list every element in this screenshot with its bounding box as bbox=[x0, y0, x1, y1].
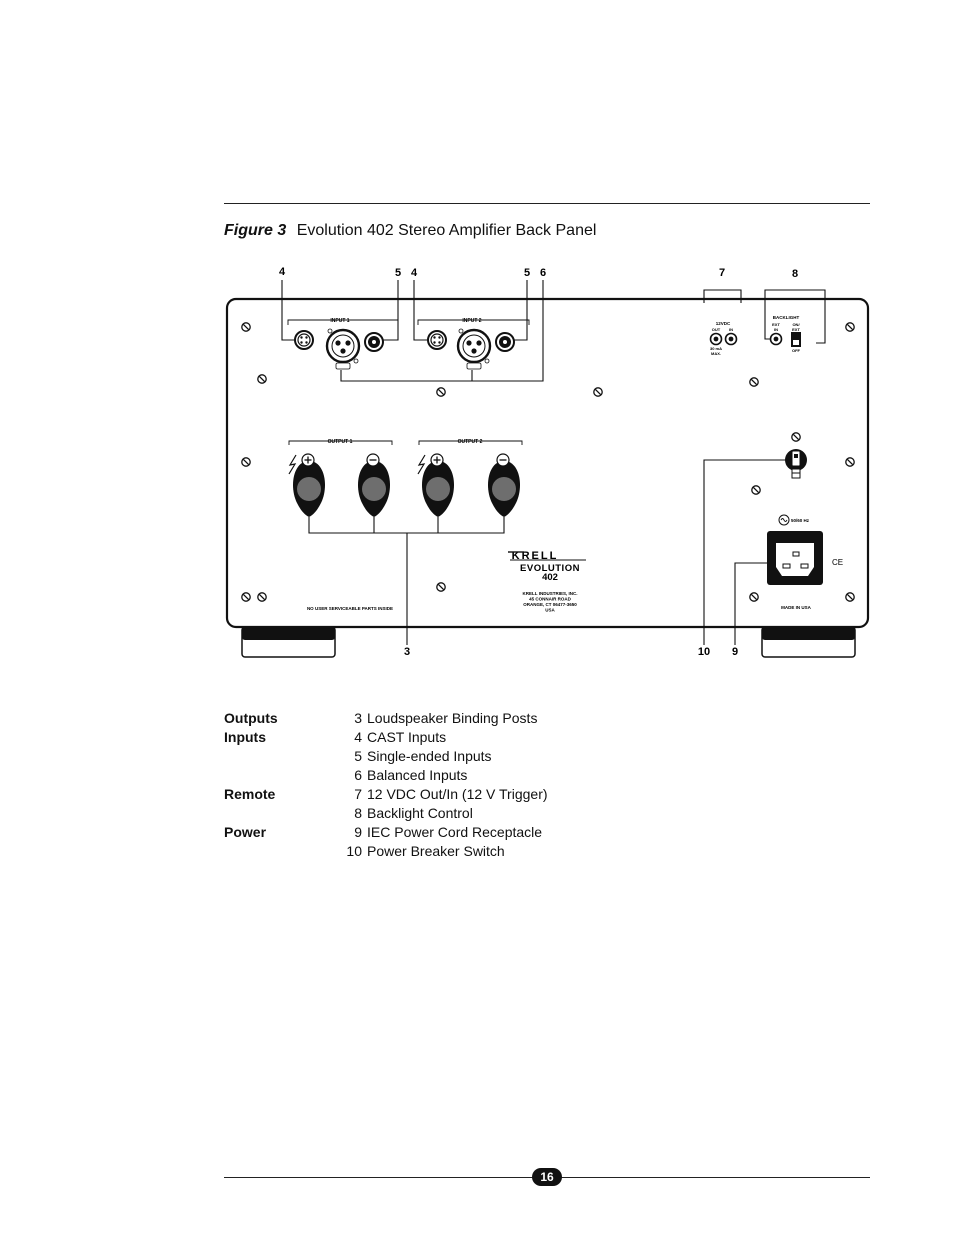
legend-text: Backlight Control bbox=[367, 805, 473, 821]
backlight-off-label: OFF bbox=[792, 348, 801, 353]
legend-category: Outputs bbox=[224, 710, 278, 726]
address-line-3: ORANGE, CT 06477-3650 bbox=[523, 602, 577, 607]
legend-text: Power Breaker Switch bbox=[367, 843, 505, 859]
model-number: 402 bbox=[542, 572, 558, 583]
backlight-on-label: ON/ bbox=[792, 322, 800, 327]
callout-line-10 bbox=[703, 459, 786, 645]
backlight-ext-label: EXT bbox=[772, 322, 780, 327]
top-rule bbox=[224, 203, 870, 204]
trigger-in-label: IN bbox=[729, 327, 733, 332]
trigger-spec-max: MAX. bbox=[711, 351, 721, 356]
legend-text: Balanced Inputs bbox=[367, 767, 468, 783]
callout-lines-inputs bbox=[281, 280, 544, 382]
backlight-onext-label: EXT bbox=[792, 327, 800, 332]
cast-input-2-connector bbox=[427, 330, 447, 350]
legend-category: Power bbox=[224, 824, 267, 840]
plus-icon bbox=[430, 453, 444, 467]
trigger-spec-current: 30 mA bbox=[710, 346, 722, 351]
minus-icon bbox=[366, 453, 380, 467]
frequency-label: 50/60 Hz bbox=[791, 518, 810, 523]
rca-input-1-connector bbox=[364, 332, 384, 352]
backlight-title: BACKLIGHT bbox=[773, 315, 800, 320]
figure-caption: Figure 3 Evolution 402 Stereo Amplifier … bbox=[224, 222, 596, 240]
model-name: EVOLUTION bbox=[520, 563, 580, 574]
power-breaker-switch bbox=[785, 449, 807, 479]
legend-text: CAST Inputs bbox=[367, 729, 447, 745]
legend-number: 6 bbox=[354, 767, 362, 783]
warning-label: NO USER SERVICEABLE PARTS INSIDE bbox=[307, 606, 393, 611]
callout-number: 6 bbox=[540, 267, 546, 279]
callout-number: 4 bbox=[279, 266, 286, 278]
legend-number: 5 bbox=[354, 748, 362, 764]
minus-icon bbox=[496, 453, 510, 467]
callout-number: 4 bbox=[411, 267, 418, 279]
legend-text: Single-ended Inputs bbox=[367, 748, 492, 764]
legend-number: 10 bbox=[346, 843, 362, 859]
frequency-icon bbox=[778, 514, 790, 526]
callout-number: 9 bbox=[732, 646, 738, 658]
page-number: 16 bbox=[532, 1168, 562, 1186]
callout-number: 7 bbox=[719, 267, 725, 279]
output-2-label: OUTPUT 2 bbox=[458, 439, 483, 445]
legend-row: Power 9 IEC Power Cord Receptacle bbox=[224, 824, 644, 843]
back-panel-diagram: INPUT 1 INPUT 2 12VDC OUT IN 30 mA MAX. … bbox=[225, 266, 870, 658]
figure-label: Figure 3 bbox=[224, 222, 287, 239]
legend-category: Remote bbox=[224, 786, 276, 802]
address-line-1: KRELL INDUSTRIES, INC. bbox=[523, 591, 578, 596]
rca-input-2-connector bbox=[495, 332, 515, 352]
callout-number: 3 bbox=[404, 646, 410, 658]
callout-line-9 bbox=[734, 562, 767, 645]
legend-row: 6 Balanced Inputs bbox=[224, 767, 644, 786]
legend-row: 10 Power Breaker Switch bbox=[224, 843, 644, 862]
plus-icon bbox=[301, 453, 315, 467]
backlight-ext-jack bbox=[769, 332, 783, 346]
legend-text: IEC Power Cord Receptacle bbox=[367, 824, 543, 840]
backlight-in-label: IN bbox=[774, 327, 778, 332]
figure-legend: Outputs 3 Loudspeaker Binding Posts Inputs… bbox=[224, 710, 644, 862]
legend-row: Remote 7 12 VDC Out/In (12 V Trigger) bbox=[224, 786, 644, 805]
legend-number: 8 bbox=[354, 805, 362, 821]
legend-text: 12 VDC Out/In (12 V Trigger) bbox=[367, 786, 548, 802]
legend-row: Inputs 4 CAST Inputs bbox=[224, 729, 644, 748]
callout-number: 5 bbox=[395, 267, 401, 279]
made-in-label: MADE IN USA bbox=[781, 605, 812, 610]
legend-category: Inputs bbox=[224, 729, 266, 745]
legend-row: 8 Backlight Control bbox=[224, 805, 644, 824]
callout-number: 5 bbox=[524, 267, 530, 279]
trigger-out-label: OUT bbox=[712, 327, 721, 332]
brand-logo: KRELL bbox=[512, 550, 559, 562]
callout-lines-outputs bbox=[308, 517, 505, 645]
legend-number: 3 bbox=[354, 710, 362, 726]
callout-number: 10 bbox=[698, 646, 710, 658]
iec-power-receptacle bbox=[767, 531, 823, 585]
figure-title: Evolution 402 Stereo Amplifier Back Pane… bbox=[296, 222, 597, 239]
legend-row: 5 Single-ended Inputs bbox=[224, 748, 644, 767]
backlight-switch bbox=[791, 332, 801, 347]
left-foot bbox=[241, 626, 336, 658]
legend-number: 9 bbox=[354, 824, 362, 840]
legend-number: 7 bbox=[354, 786, 362, 802]
callout-number: 8 bbox=[792, 268, 798, 280]
right-foot bbox=[761, 626, 856, 658]
ce-mark: CE bbox=[832, 558, 843, 567]
input-1-label: INPUT 1 bbox=[330, 318, 349, 324]
trigger-in-jack bbox=[724, 332, 738, 346]
address-line-2: 45 CONNAIR ROAD bbox=[529, 597, 572, 602]
output-1-label: OUTPUT 1 bbox=[328, 439, 353, 445]
legend-number: 4 bbox=[354, 729, 362, 745]
legend-row: Outputs 3 Loudspeaker Binding Posts bbox=[224, 710, 644, 729]
address-line-4: USA bbox=[545, 608, 555, 613]
trigger-title: 12VDC bbox=[716, 321, 731, 326]
input-2-label: INPUT 2 bbox=[462, 318, 481, 324]
cast-input-1-connector bbox=[294, 330, 314, 350]
legend-text: Loudspeaker Binding Posts bbox=[367, 710, 538, 726]
trigger-out-jack bbox=[709, 332, 723, 346]
